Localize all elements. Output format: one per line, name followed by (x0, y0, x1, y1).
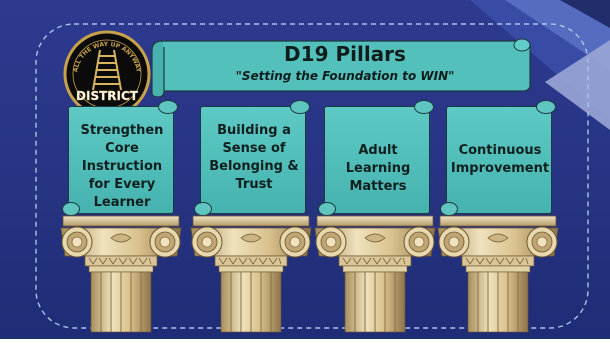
column-2 (190, 215, 312, 333)
pillar-1-line-2: Core Instruction (81, 141, 163, 174)
dashed-frame (35, 23, 589, 329)
scroll-body (200, 106, 306, 214)
pillar-2-line-1: Building a (217, 123, 291, 138)
scroll-curl-bottom (62, 202, 80, 216)
scroll-curl-bottom (194, 202, 212, 216)
district-logo: ALL THE WAY UP ANYWAY DISTRICT (63, 30, 151, 118)
pillar-3-line-2: Matters (349, 179, 407, 194)
pillar-1-line-1: Strengthen (80, 123, 164, 138)
pillar-1-text: Strengthen Core Instruction for Every Le… (70, 122, 174, 212)
pillar-3-line-1: Adult Learning (345, 143, 411, 176)
column-4 (437, 215, 559, 333)
corner-triangle-highlight (505, 0, 610, 70)
pillar-1-line-3: for Every (88, 177, 156, 192)
slide: ALL THE WAY UP ANYWAY DISTRICT D19 Pilla… (0, 0, 610, 339)
column-1 (60, 215, 182, 333)
railroad-track-icon: ALL THE WAY UP ANYWAY DISTRICT (63, 30, 151, 118)
pillar-scroll-4: Continuous Improvement (440, 98, 558, 216)
pillar-4-line-2: Improvement (450, 161, 550, 176)
scroll-curl-top (536, 100, 556, 114)
pillar-4-line-1: Continuous (458, 143, 542, 158)
scroll-curl-top (158, 100, 178, 114)
corner-triangle-dark (560, 0, 610, 28)
scroll-body (324, 106, 430, 214)
page-title: D19 Pillars (284, 42, 406, 66)
scroll-curl-bottom (440, 202, 458, 216)
columns-layer (60, 215, 559, 333)
pillar-4-text: Continuous Improvement (448, 142, 552, 178)
pillar-scroll-1: Strengthen Core Instruction for Every Le… (62, 98, 180, 216)
pillar-scroll-3: Adult Learning Matters (318, 98, 436, 216)
pillar-2-line-2: Sense of (222, 141, 286, 156)
title-banner-scroll (151, 38, 531, 97)
scroll-curl-top (290, 100, 310, 114)
scroll-body (446, 106, 552, 214)
page-subtitle: "Setting the Foundation to WIN" (235, 69, 455, 83)
pillar-2-line-4: Trust (235, 177, 273, 192)
scroll-curl-top (414, 100, 434, 114)
corner-triangle-pale (545, 40, 610, 130)
pillar-1-line-4: Learner (93, 195, 151, 210)
scroll-body (68, 106, 174, 214)
pillar-2-line-3: Belonging & (209, 159, 299, 174)
scroll-curl-bottom (318, 202, 336, 216)
pillar-scroll-2: Building a Sense of Belonging & Trust (194, 98, 312, 216)
pillar-3-text: Adult Learning Matters (326, 142, 430, 196)
column-3 (314, 215, 436, 333)
pillar-2-text: Building a Sense of Belonging & Trust (202, 122, 306, 194)
background-shapes (35, 0, 610, 329)
logo-wordmark: DISTRICT (76, 89, 139, 103)
